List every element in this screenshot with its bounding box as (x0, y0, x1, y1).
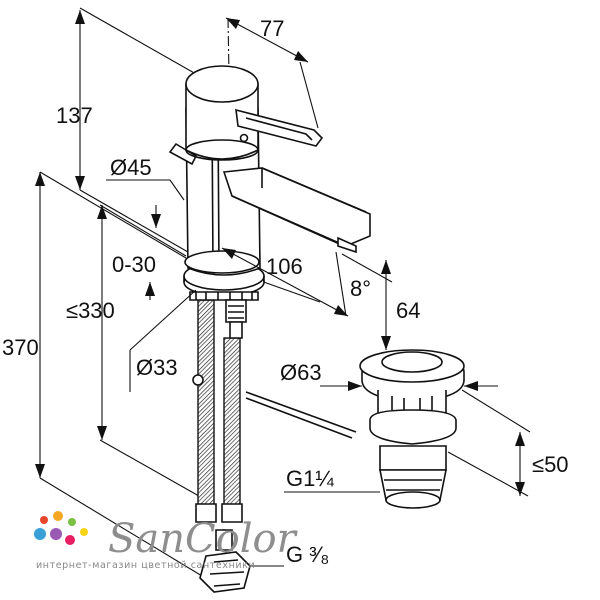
extension-lines (39, 7, 531, 583)
logo-dot (40, 516, 48, 524)
dim-77: 77 (260, 16, 284, 41)
logo-dot (50, 528, 62, 540)
dim-370: 370 (2, 335, 39, 360)
dim-g3-8: G ³⁄₈ (286, 542, 329, 567)
logo-dot (80, 528, 88, 536)
dim-d33: Ø33 (136, 355, 178, 380)
dimension-lines (35, 10, 525, 567)
logo-dot (68, 518, 76, 526)
logo-dot (65, 535, 75, 545)
dim-d63: Ø63 (280, 360, 322, 385)
lever-handle (185, 65, 324, 161)
popup-waste (192, 349, 465, 509)
dim-g1-1-4: G1¼ (286, 466, 334, 491)
dim-106: 106 (266, 254, 303, 279)
hose-nut (199, 529, 251, 593)
spout (222, 167, 371, 254)
dim-0-30: 0-30 (112, 252, 156, 277)
dim-330: ≤330 (66, 298, 115, 323)
dim-64: 64 (396, 298, 420, 323)
watermark-logo-dots (34, 511, 88, 545)
logo-dot (34, 528, 46, 540)
dim-d45: Ø45 (110, 155, 152, 180)
watermark-tagline: интернет-магазин цветной сантехники (36, 560, 255, 571)
dim-8deg: 8° (350, 276, 371, 301)
popup-rod-knob (168, 142, 198, 166)
watermark: SanColor интернет-магазин цветной сантех… (34, 511, 299, 571)
logo-dot (53, 511, 63, 521)
flexible-hoses (195, 299, 243, 523)
dim-50: ≤50 (532, 452, 569, 477)
watermark-brand: SanColor (108, 516, 299, 562)
dim-137: 137 (56, 103, 93, 128)
